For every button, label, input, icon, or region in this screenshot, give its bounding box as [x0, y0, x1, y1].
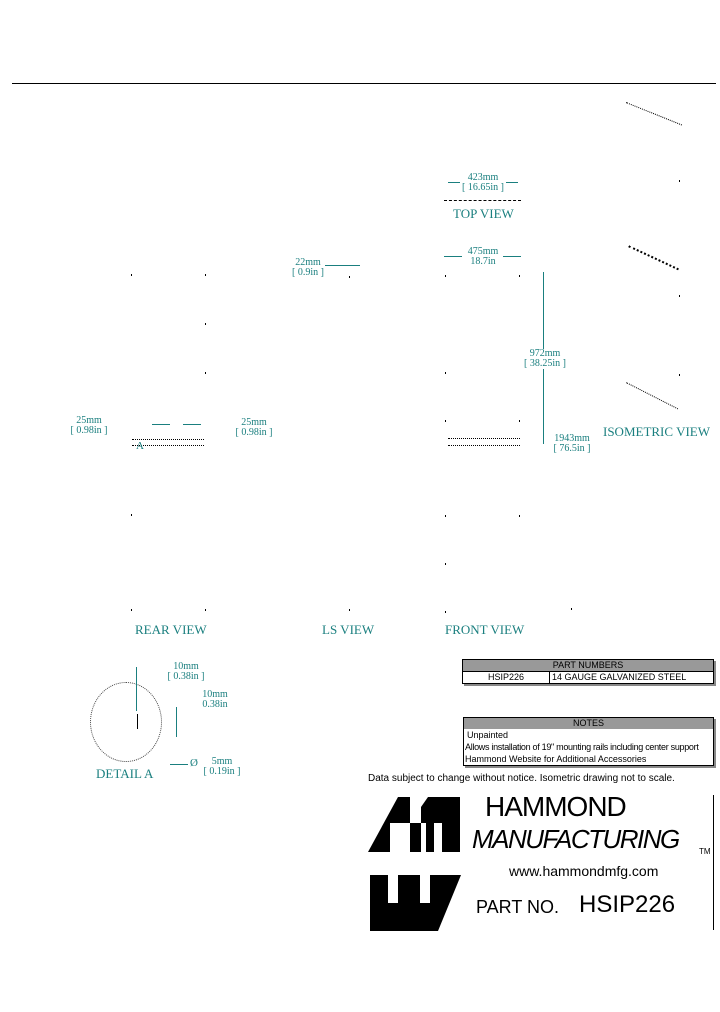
hole-mm: 5mm: [211, 756, 233, 767]
rear-view-rail: [132, 439, 204, 446]
detail-dim1-mm: 10mm: [173, 661, 199, 672]
ls-depth-mm: 22mm: [295, 257, 321, 268]
drawing-point: [445, 611, 446, 613]
detail-dim2-in: 0.38in: [202, 699, 228, 710]
detail-dim2-line: [176, 707, 177, 737]
table-row: HSIP226 14 GAUGE GALVANIZED STEEL: [463, 671, 713, 683]
note-item: Unpainted: [467, 730, 509, 740]
detail-hole-dimension: 5mm [ 0.19in ]: [203, 757, 241, 777]
isometric-edge: [625, 102, 683, 127]
title-block-divider: [713, 795, 714, 930]
drawing-point: [205, 274, 206, 276]
note-item: Hammond Website for Additional Accessori…: [465, 754, 647, 764]
website-link[interactable]: www.hammondmfg.com: [509, 863, 659, 879]
front-width-dimension: 475mm 18.7in: [453, 247, 513, 267]
ls-depth-in: [ 0.9in ]: [292, 267, 324, 278]
hole-in: [ 0.19in ]: [203, 766, 241, 777]
drawing-point: [349, 609, 350, 611]
rear-view-label: REAR VIEW: [135, 622, 207, 637]
diameter-icon: Ø: [190, 757, 198, 769]
dim-arrow: [448, 182, 460, 183]
top-width-mm: 423mm: [467, 172, 499, 183]
detail-dim1: 10mm [ 0.38in ]: [166, 662, 206, 682]
part-no-value: HSIP226: [579, 891, 676, 918]
drawing-point: [679, 374, 680, 376]
drawing-point: [205, 372, 206, 374]
drawing-point: [445, 515, 446, 517]
detail-a-circle: [90, 682, 162, 762]
front-width-in: 18.7in: [470, 256, 496, 267]
detail-a-callout: A: [136, 440, 144, 452]
company-name-line2: MANUFACTURING: [472, 824, 680, 854]
detail-dimension-line: [136, 667, 137, 711]
drawing-point: [205, 323, 206, 325]
disclaimer: Data subject to change without notice. I…: [368, 773, 675, 784]
drawing-point: [131, 274, 132, 276]
drawing-point: [679, 180, 680, 182]
detail-dim1-in: [ 0.38in ]: [167, 671, 205, 682]
drawing-point: [519, 515, 520, 517]
hole-leader: [170, 764, 188, 765]
rear-left-mm: 25mm: [76, 415, 102, 426]
hammond-logo-icon: [368, 797, 461, 931]
isometric-edge: [625, 382, 679, 411]
rear-right-in: [ 0.98in ]: [235, 427, 273, 438]
isometric-view-label: ISOMETRIC VIEW: [603, 424, 711, 439]
drawing-point: [349, 276, 350, 278]
dim-arrow: [325, 265, 360, 266]
top-width-dimension: 423mm [ 16.65in ]: [453, 173, 513, 193]
front-height-dimension: 972mm [ 38.25in ]: [520, 349, 570, 369]
drawing-point: [131, 514, 132, 516]
detail-a-label: DETAIL A: [96, 766, 154, 781]
top-view-outline: [444, 200, 521, 202]
overall-height-mm: 1943mm: [554, 433, 590, 444]
drawing-point: [571, 608, 572, 610]
drawing-point: [679, 295, 680, 297]
drawing-point: [519, 275, 520, 277]
front-width-mm: 475mm: [467, 246, 499, 257]
dim-arrow: [183, 424, 201, 425]
detail-dim2-mm: 10mm: [202, 689, 228, 700]
dim-arrow: [444, 256, 462, 257]
dim-arrow: [503, 256, 521, 257]
drawing-point: [519, 420, 520, 422]
ls-depth-dimension: 22mm [ 0.9in ]: [290, 258, 326, 278]
drawing-point: [445, 372, 446, 374]
drawing-point: [445, 275, 446, 277]
rear-right-dimension: 25mm [ 0.98in ]: [235, 418, 273, 438]
drawing-point: [445, 420, 446, 422]
isometric-edge: [626, 245, 679, 274]
drawing-point: [205, 609, 206, 611]
detail-slot: [137, 714, 138, 729]
notes-header: NOTES: [464, 718, 713, 729]
drawing-point: [445, 563, 446, 565]
trademark: TM: [699, 847, 711, 856]
rear-left-dimension: 25mm [ 0.98in ]: [70, 416, 108, 436]
front-view-rail: [448, 438, 520, 446]
part-cell: HSIP226: [463, 672, 550, 683]
part-no-label: PART NO.: [476, 897, 560, 917]
overall-height-dimension: 1943mm [ 76.5in ]: [551, 434, 593, 454]
company-name-line1: HAMMOND: [485, 791, 627, 822]
part-numbers-table: PART NUMBERS HSIP226 14 GAUGE GALVANIZED…: [462, 659, 714, 684]
dim-arrow: [152, 424, 170, 425]
ls-view-label: LS VIEW: [322, 622, 375, 637]
front-height-in: [ 38.25in ]: [524, 358, 566, 369]
top-width-in: [ 16.65in ]: [462, 182, 504, 193]
detail-dim2: 10mm 0.38in: [200, 690, 230, 710]
drawing-point: [131, 609, 132, 611]
front-view-label: FRONT VIEW: [445, 622, 525, 637]
overall-height-in: [ 76.5in ]: [553, 443, 591, 454]
part-numbers-header: PART NUMBERS: [463, 660, 713, 671]
note-item: Allows installation of 19" mounting rail…: [465, 742, 699, 752]
top-border-rule: [12, 83, 716, 84]
dim-arrow: [506, 182, 518, 183]
notes-table: NOTES Unpainted Allows installation of 1…: [463, 717, 714, 766]
front-height-mm: 972mm: [529, 348, 561, 359]
description-cell: 14 GAUGE GALVANIZED STEEL: [552, 672, 687, 682]
rear-right-mm: 25mm: [241, 417, 267, 428]
rear-left-in: [ 0.98in ]: [70, 425, 108, 436]
top-view-label: TOP VIEW: [453, 206, 514, 221]
